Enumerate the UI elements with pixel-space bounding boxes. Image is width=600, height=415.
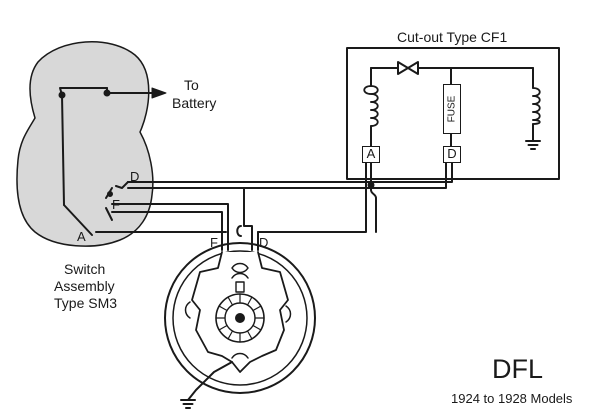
battery-arrow: [109, 87, 167, 99]
generator-body: [164, 242, 316, 409]
switch-caption-line3: Type SM3: [54, 295, 118, 311]
cutout-right-coil: [532, 87, 541, 125]
cutout-left-coil: [363, 85, 379, 127]
connecting-wires: [95, 161, 453, 251]
fuse-label: FUSE: [446, 95, 458, 123]
switch-terminal-a: A: [77, 229, 86, 244]
switch-assembly-body: [16, 41, 154, 247]
cutout-title: Cut-out Type CF1: [397, 29, 508, 45]
cutout-terminal-d: D: [443, 146, 461, 163]
switch-internal-wiring: [58, 87, 129, 236]
model-years: 1924 to 1928 Models: [451, 391, 573, 406]
fuse: FUSE: [443, 84, 461, 134]
cutout-contact-points: [397, 61, 419, 75]
cutout-internal-wiring: [370, 67, 541, 150]
cutout-terminal-a: A: [362, 146, 380, 163]
generator-terminal-d: D: [259, 235, 269, 250]
battery-label-line2: Battery: [172, 95, 217, 111]
switch-terminal-d: D: [130, 169, 140, 184]
switch-terminal-f: F: [112, 197, 120, 212]
model-code: DFL: [492, 354, 544, 384]
generator-terminal-f: F: [210, 235, 218, 250]
switch-caption-line2: Assembly: [54, 278, 115, 294]
switch-caption-line1: Switch: [64, 261, 106, 277]
battery-label-line1: To: [184, 77, 199, 93]
